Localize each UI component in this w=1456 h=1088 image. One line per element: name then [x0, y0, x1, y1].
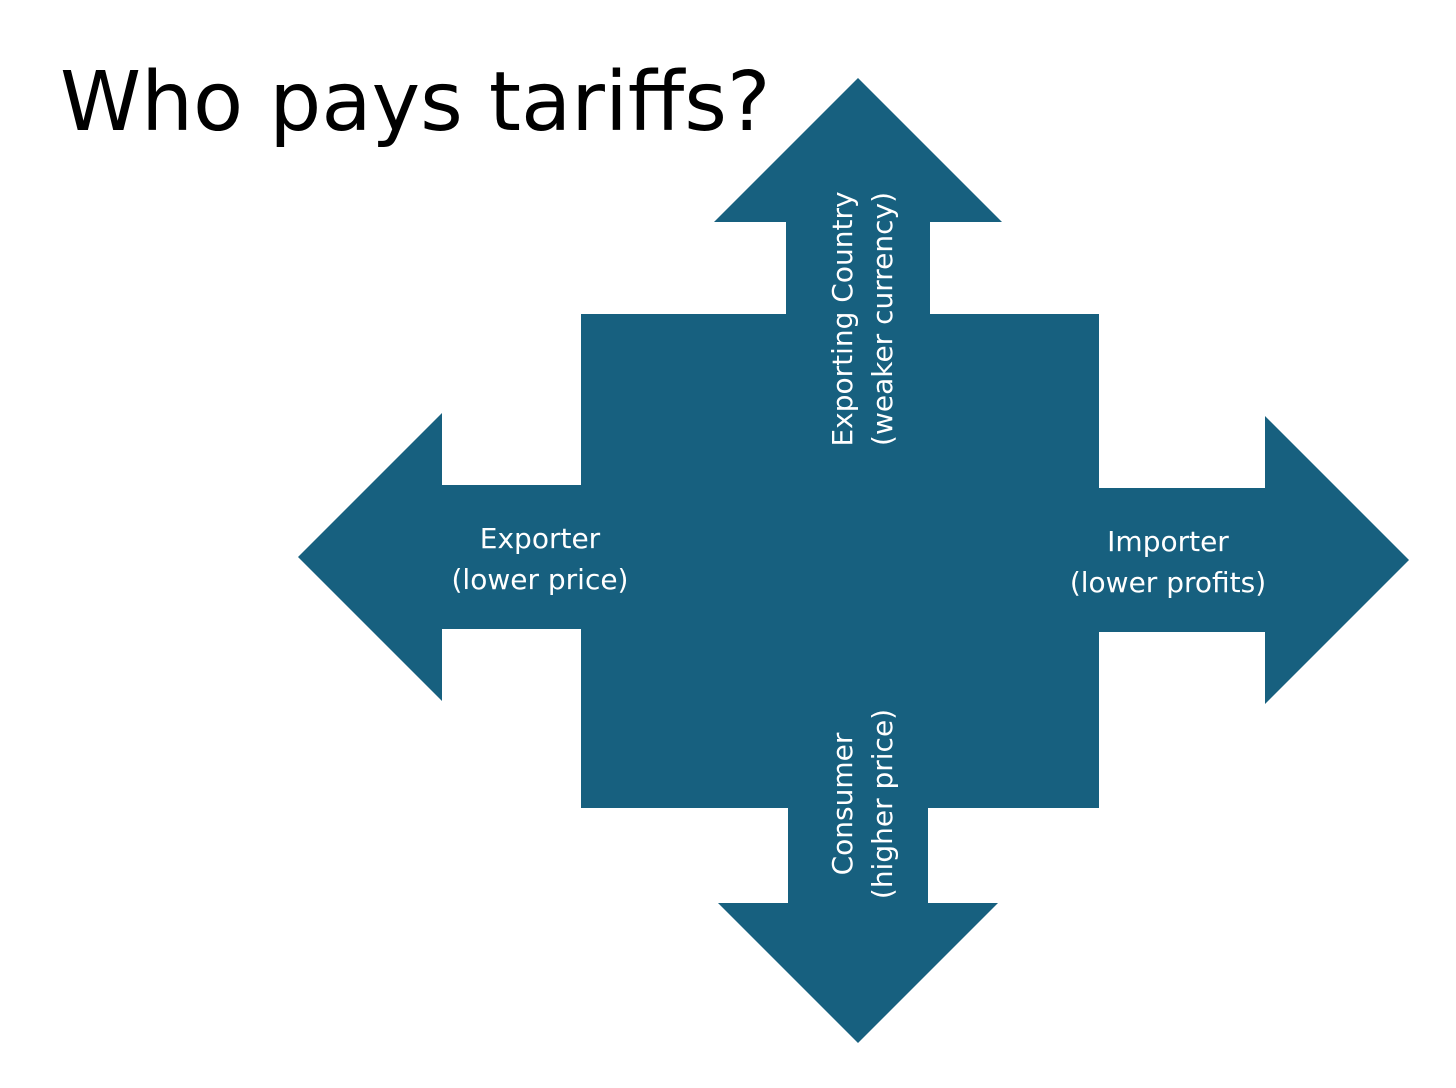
- exporting-country-label: Exporting Country: [826, 191, 859, 446]
- arrow-left: [298, 413, 583, 701]
- exporter-sublabel: (lower price): [452, 563, 629, 596]
- consumer-sublabel: (higher price): [866, 709, 899, 899]
- arrow-up: [714, 78, 1002, 316]
- exporter-label: Exporter: [480, 522, 601, 555]
- center-block: [581, 314, 1099, 808]
- page-title: Who pays tariffs?: [60, 55, 771, 150]
- importer-label: Importer: [1107, 525, 1229, 558]
- consumer-label: Consumer: [826, 732, 859, 875]
- importer-sublabel: (lower profits): [1070, 566, 1266, 599]
- exporting-country-sublabel: (weaker currency): [866, 192, 899, 446]
- arrow-down: [718, 806, 998, 1043]
- arrow-right: [1097, 416, 1409, 704]
